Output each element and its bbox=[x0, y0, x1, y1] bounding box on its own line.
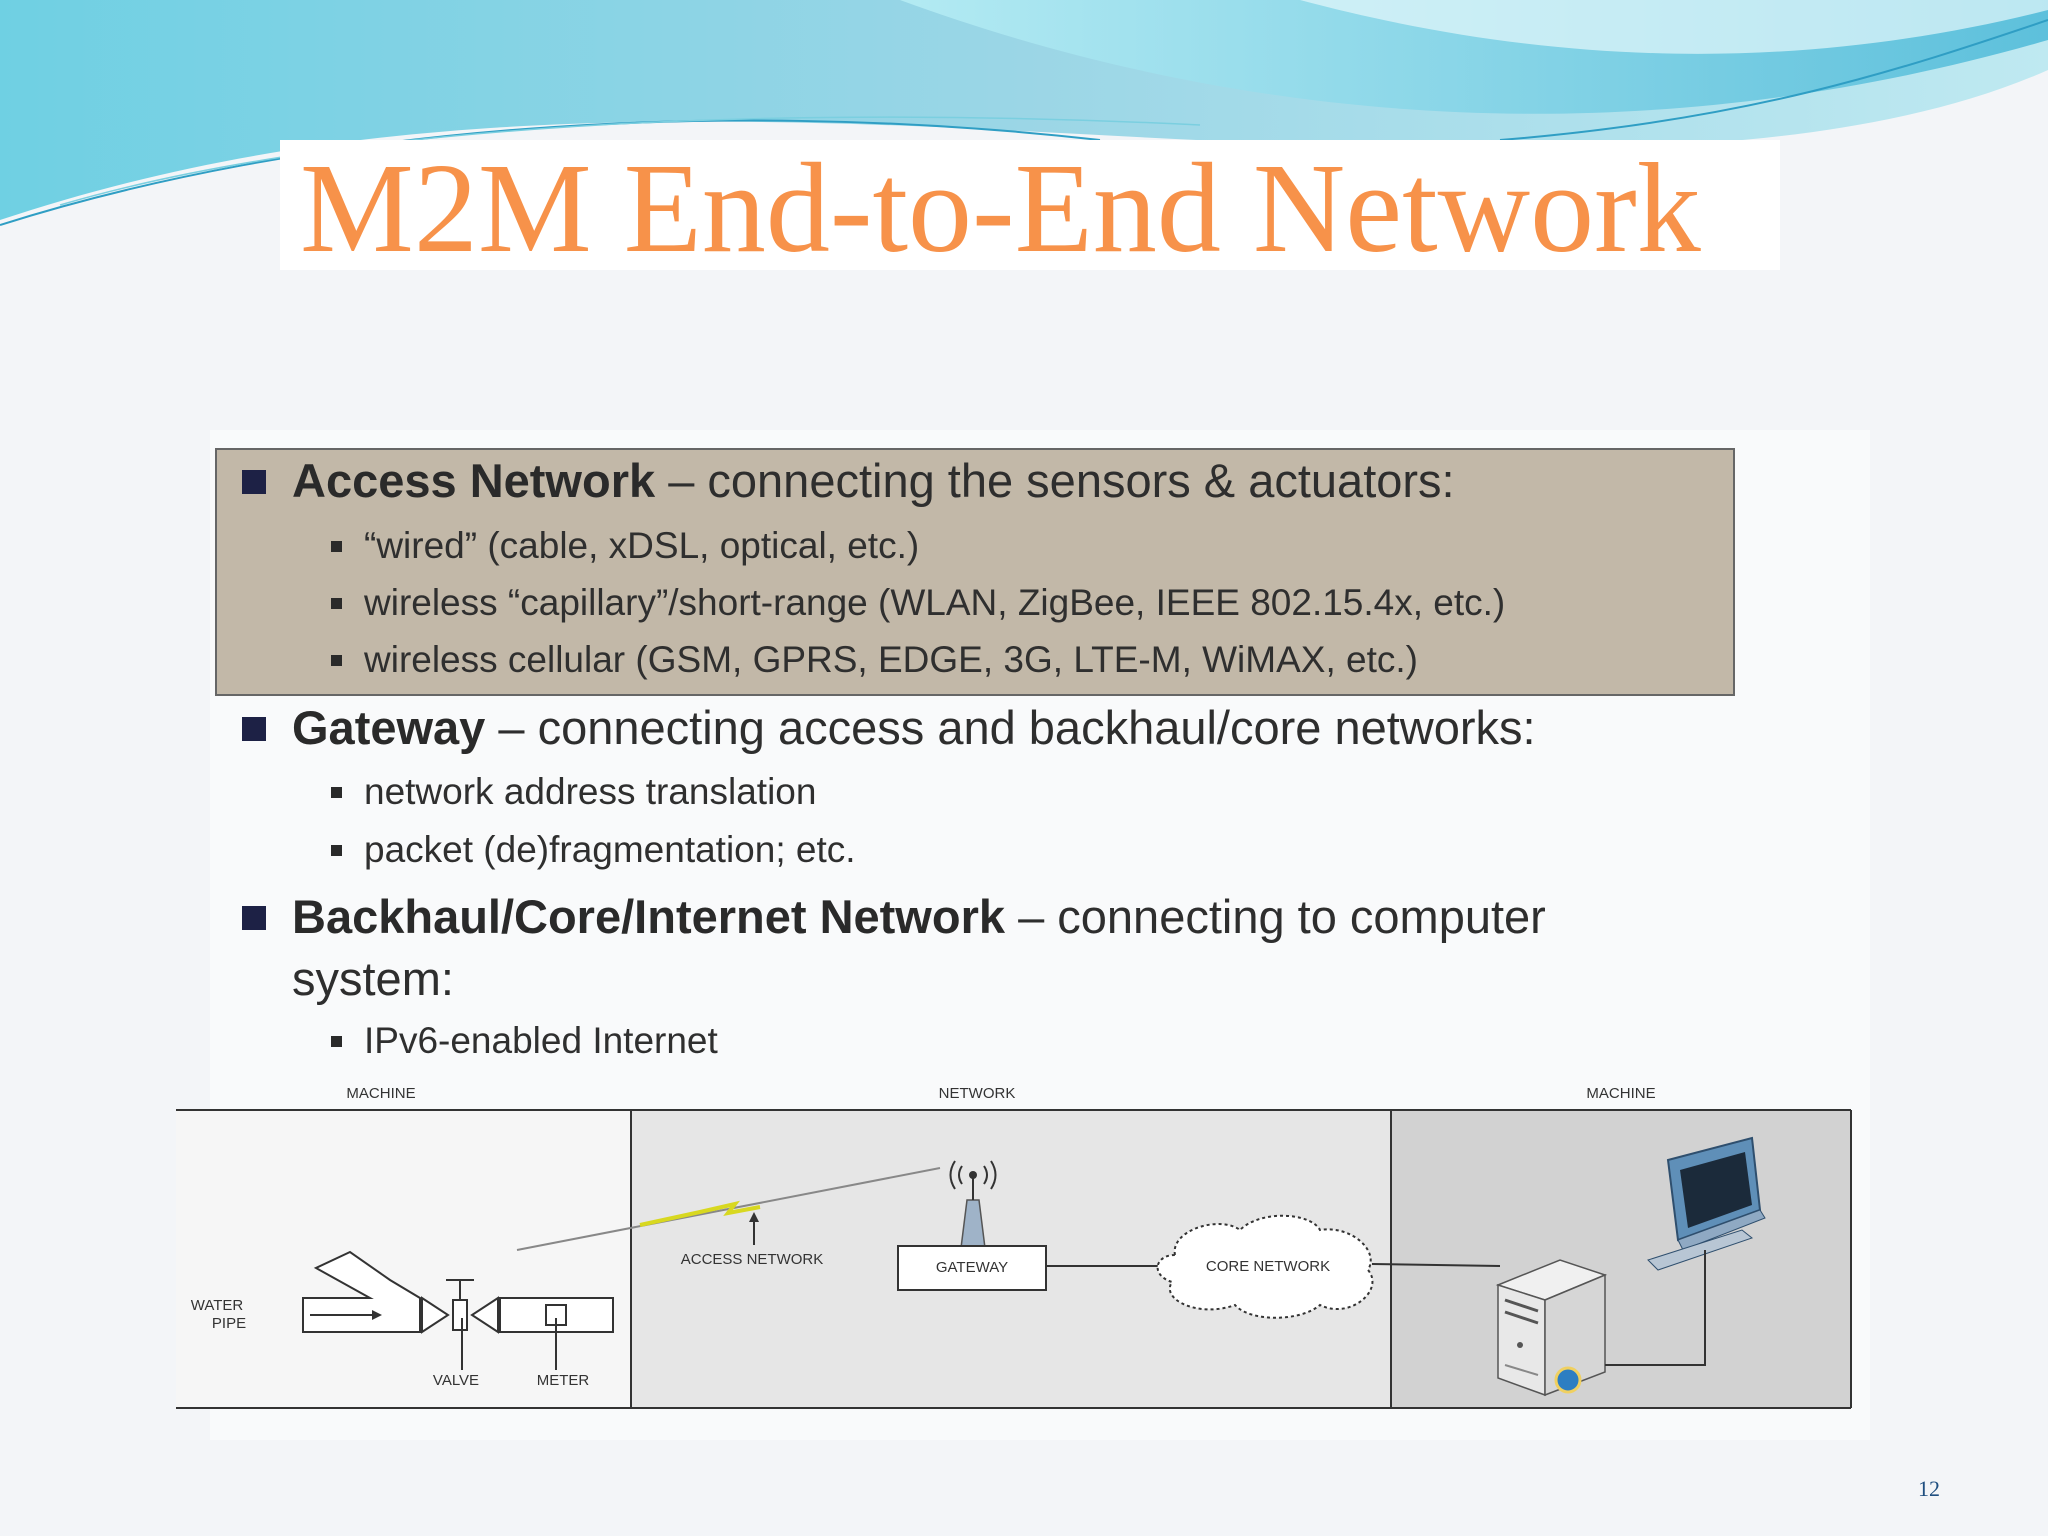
sub-bullet: “wired” (cable, xDSL, optical, etc.) bbox=[331, 524, 920, 568]
sub-bullet: IPv6-enabled Internet bbox=[331, 1019, 718, 1063]
header-machine-left: MACHINE bbox=[346, 1085, 415, 1102]
slide-number: 12 bbox=[1918, 1476, 1940, 1501]
bullet-heading: Backhaul/Core/Internet Network bbox=[292, 890, 1006, 943]
machine-panel-left bbox=[176, 1110, 631, 1408]
sub-bullet: network address translation bbox=[331, 770, 817, 814]
gateway-box bbox=[897, 1245, 1047, 1291]
sub-bullet-text: wireless “capillary”/short-range (WLAN, … bbox=[364, 582, 1506, 623]
header-machine-right: MACHINE bbox=[1586, 1085, 1655, 1102]
bullet-square-icon bbox=[242, 906, 266, 930]
bullet-square-icon bbox=[242, 470, 266, 494]
bullet-text: – connecting to computer bbox=[1005, 890, 1546, 943]
label-core-network: CORE NETWORK bbox=[1206, 1258, 1330, 1275]
sub-bullet-icon bbox=[331, 1036, 342, 1047]
bullet-text: – connecting access and backhaul/core ne… bbox=[485, 701, 1536, 754]
sub-bullet-icon bbox=[331, 598, 342, 609]
bullet-access-network: Access Network – connecting the sensors … bbox=[242, 453, 1455, 509]
globe-icon bbox=[1554, 1366, 1582, 1394]
label-valve: VALVE bbox=[433, 1372, 479, 1389]
bullet-text: – connecting the sensors & actuators: bbox=[655, 454, 1455, 507]
sub-bullet-text: network address translation bbox=[364, 771, 817, 812]
sub-bullet: wireless “capillary”/short-range (WLAN, … bbox=[331, 581, 1506, 625]
sub-bullet-icon bbox=[331, 845, 342, 856]
label-meter: METER bbox=[537, 1372, 590, 1389]
lightning-icon bbox=[639, 1200, 761, 1227]
bullet-square-icon bbox=[242, 717, 266, 741]
monitor-icon bbox=[1647, 1136, 1766, 1271]
sub-bullet-icon bbox=[331, 541, 342, 552]
sub-bullet-icon bbox=[331, 655, 342, 666]
bullet-heading: Access Network bbox=[292, 454, 656, 507]
label-access-network: ACCESS NETWORK bbox=[681, 1251, 824, 1268]
sub-bullet-icon bbox=[331, 787, 342, 798]
header-network: NETWORK bbox=[939, 1085, 1016, 1102]
label-water-pipe-line1: WATER bbox=[191, 1297, 244, 1314]
access-link-line bbox=[516, 1167, 941, 1251]
bullet-gateway: Gateway – connecting access and backhaul… bbox=[242, 700, 1536, 756]
sub-bullet: wireless cellular (GSM, GPRS, EDGE, 3G, … bbox=[331, 638, 1418, 682]
sub-bullet-text: IPv6-enabled Internet bbox=[364, 1020, 718, 1061]
slide-title: M2M End-to-End Network bbox=[300, 137, 1701, 279]
label-water-pipe-line2: PIPE bbox=[212, 1315, 246, 1332]
bullet-continuation: system: bbox=[292, 952, 454, 1005]
machine-panel-right bbox=[1391, 1110, 1851, 1408]
antenna-icon bbox=[949, 1160, 997, 1249]
title-background bbox=[280, 140, 1780, 270]
bullet-heading: Gateway bbox=[292, 701, 486, 754]
label-gateway: GATEWAY bbox=[936, 1259, 1008, 1276]
sub-bullet-text: wireless cellular (GSM, GPRS, EDGE, 3G, … bbox=[364, 639, 1418, 680]
bullet-backhaul-network: Backhaul/Core/Internet Network – connect… bbox=[242, 889, 1546, 945]
server-icon bbox=[1495, 1259, 1608, 1397]
sub-bullet-text: packet (de)fragmentation; etc. bbox=[364, 829, 856, 870]
sub-bullet: packet (de)fragmentation; etc. bbox=[331, 828, 856, 872]
access-network-highlight bbox=[215, 448, 1735, 696]
core-network-cloud bbox=[1156, 1214, 1374, 1319]
sub-bullet-text: “wired” (cable, xDSL, optical, etc.) bbox=[364, 525, 920, 566]
m2m-diagram: MACHINE NETWORK MACHINE WATER PIPE VALVE… bbox=[176, 1085, 1852, 1409]
